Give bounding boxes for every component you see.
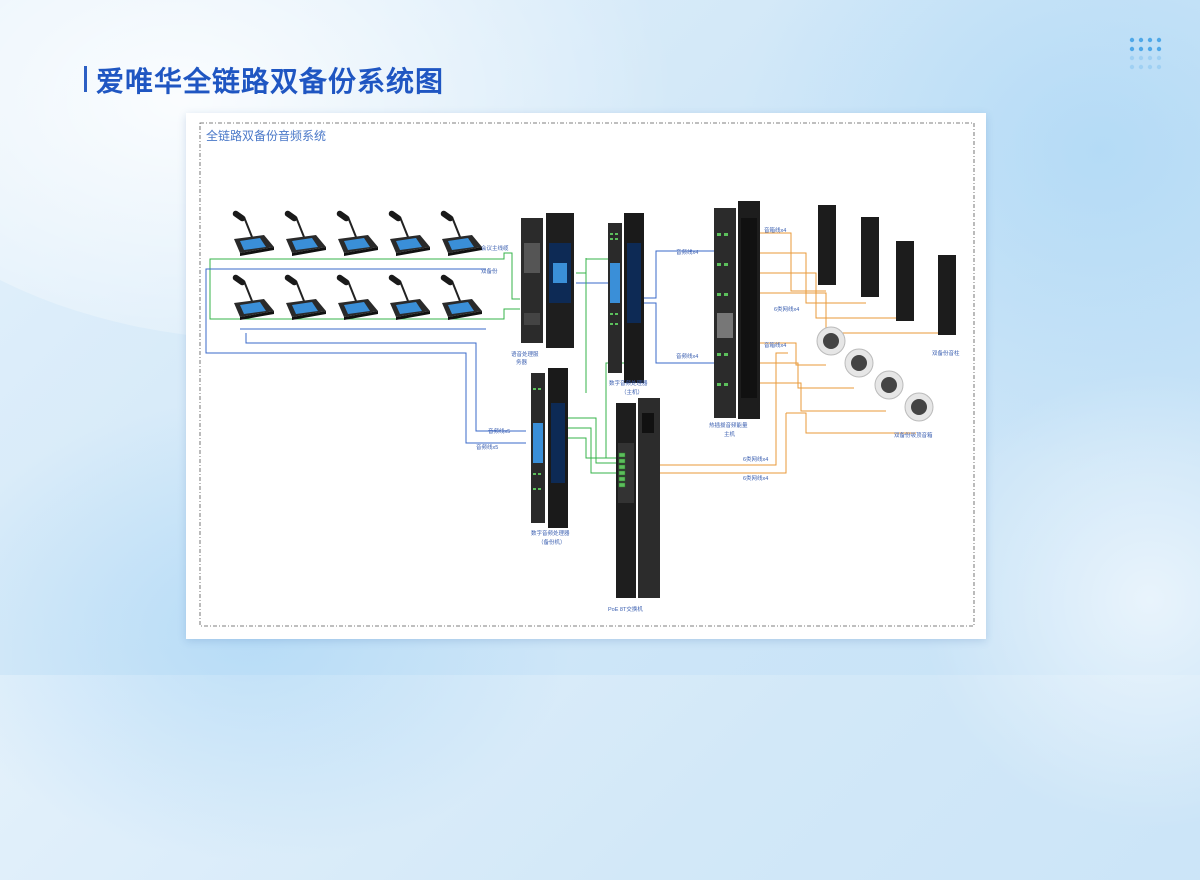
label-dual-backup: 双备份 [481, 267, 498, 275]
mic-row-top [230, 208, 483, 257]
label-ceiling-speakers: 双备份吸顶音箱 [894, 431, 933, 439]
label-dsp-main-1: 数字音频处理器 [609, 379, 648, 387]
title-accent-bar [84, 66, 87, 92]
label-amp-1: 热插拔音频能量 [709, 421, 748, 429]
label-speaker-x4-mid: 音箱线x4 [764, 341, 786, 349]
diagram-card: 全链路双备份音频系统 [186, 113, 986, 639]
label-net-x4-amp: 6类网线x4 [774, 305, 799, 313]
label-meeting-main: 会议主线缆 [481, 244, 509, 252]
label-amp-2: 主机 [724, 430, 736, 438]
label-dsp-backup-2: （备份机） [538, 538, 566, 546]
system-diagram: 全链路双备份音频系统 [199, 122, 975, 627]
label-net-x4-a: 6类网线x4 [743, 455, 768, 463]
label-audio-x4-top: 音频线x4 [676, 248, 698, 256]
label-audio-x5-b: 音频线x5 [476, 443, 498, 451]
label-switch: PoE 8T交换机 [608, 605, 643, 613]
hotswap-amplifier [714, 201, 760, 419]
label-dsp-backup-1: 数字音频处理器 [531, 529, 570, 537]
label-speaker-x4-top: 音箱线x4 [764, 226, 786, 234]
label-server-2: 务器 [516, 358, 528, 366]
poe-switch [616, 398, 660, 598]
dot-grid-decoration [1129, 37, 1162, 70]
mic-row-bottom [230, 272, 483, 321]
voice-server [521, 213, 574, 348]
label-audio-x5-a: 音频线x5 [488, 427, 510, 435]
label-dsp-main-2: （主机） [621, 388, 643, 396]
label-server-1: 语音处理服 [511, 350, 539, 358]
label-net-x4-b: 6类网线x4 [743, 474, 768, 482]
label-audio-x4-bottom: 音频线x4 [676, 352, 698, 360]
dsp-backup [531, 368, 568, 528]
ceiling-speakers [816, 326, 934, 422]
label-column-speakers: 双备份音柱 [932, 349, 960, 357]
column-speakers [818, 205, 956, 335]
page-title: 爱唯华全链路双备份系统图 [96, 66, 445, 97]
dashed-frame [199, 122, 975, 627]
labels: 会议主线缆 双备份 语音处理服 务器 数字音频处理器 （主机） 数字音频处理器 … [476, 226, 960, 613]
diagram-title: 全链路双备份音频系统 [206, 128, 326, 143]
dsp-main [608, 213, 644, 383]
